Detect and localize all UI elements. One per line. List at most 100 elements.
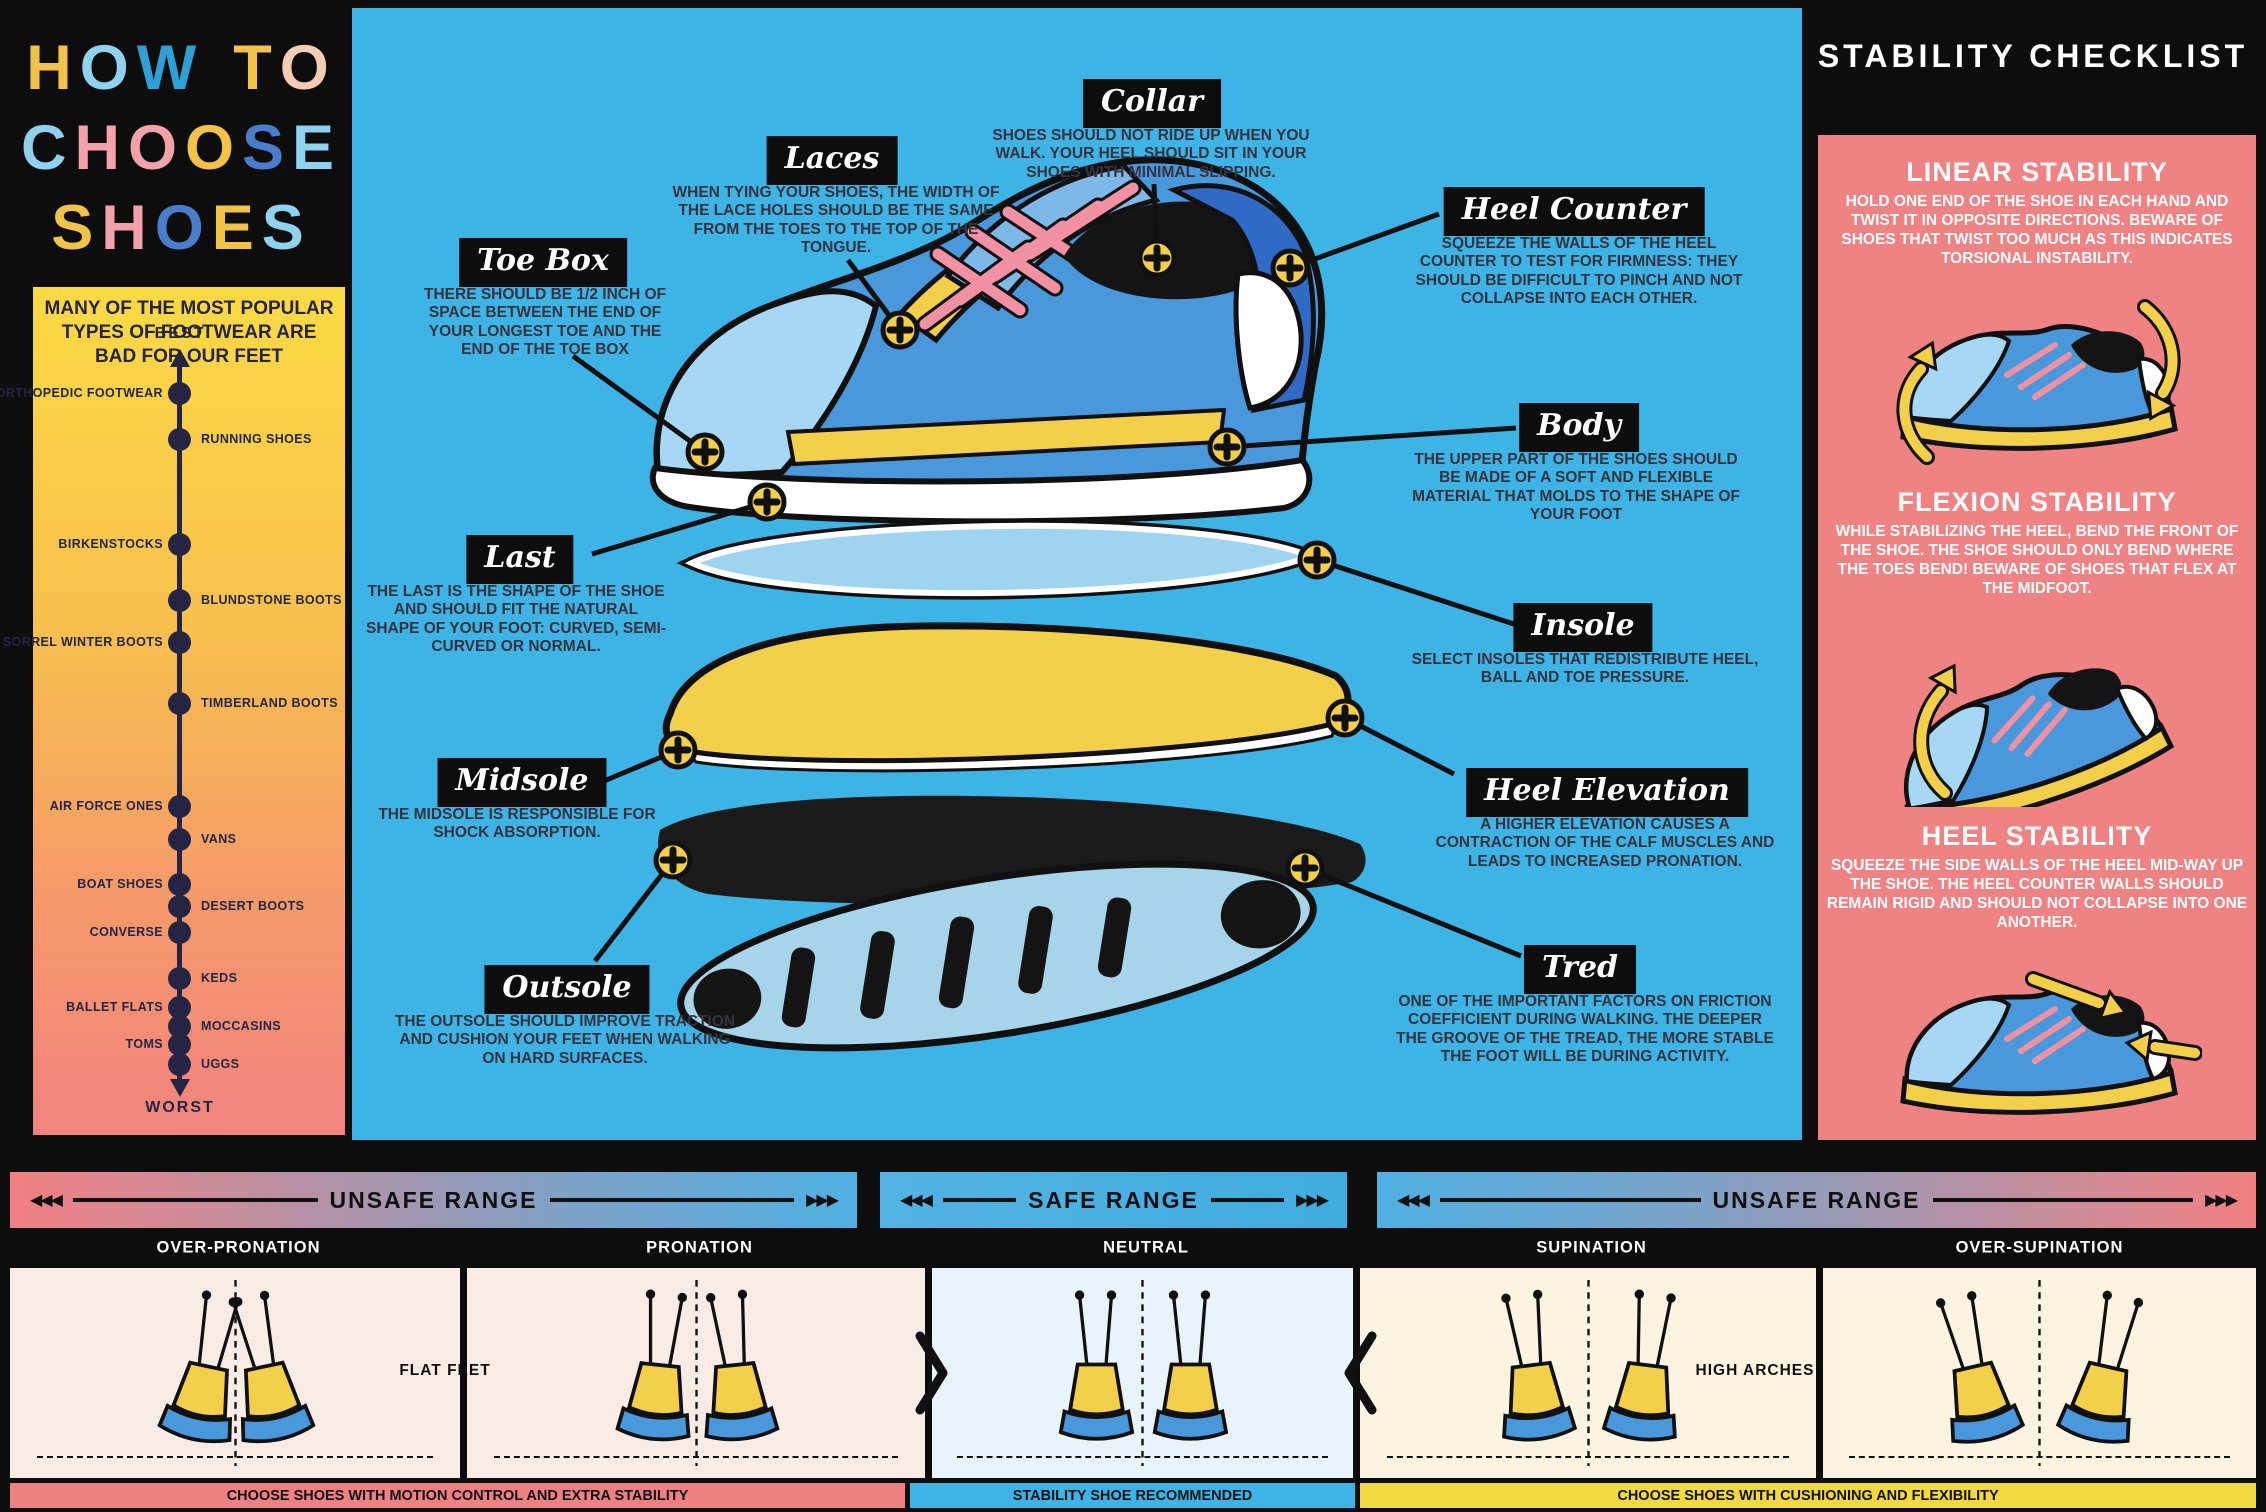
outsole-description: THE OUTSOLE SHOULD IMPROVE TRACTION AND …: [394, 1013, 736, 1067]
tred-connector-line: [1304, 865, 1522, 959]
toe-box-label: Toe Box: [459, 238, 627, 287]
gait-label-pronation: PRONATION: [646, 1238, 753, 1257]
section-desc: HOLD ONE END OF THE SHOE IN EACH HAND AN…: [1841, 193, 2233, 267]
outsole-connector-line: [593, 858, 675, 963]
checklist-title: STABILITY CHECKLIST: [1817, 38, 2249, 74]
heel-counter-marker: [1270, 248, 1310, 288]
footer-recommendation-1: STABILITY SHOE RECOMMENDED: [905, 1478, 1360, 1508]
feet-illustration: [614, 1280, 780, 1466]
title-letter: W: [136, 33, 198, 103]
squeeze-heel-illustration: [1818, 941, 2256, 1146]
tred-description: ONE OF THE IMPORTANT FACTORS ON FRICTION…: [1396, 993, 1774, 1065]
scale-item-birkenstocks: BIRKENSTOCKS: [58, 537, 163, 551]
scale-dot: [168, 873, 191, 896]
gait-section-over-supination: [1823, 1268, 2256, 1478]
scale-item-desert-boots: DESERT BOOTS: [201, 899, 305, 913]
range-line: [942, 1198, 1017, 1202]
heel-elevation-description: A HIGHER ELEVATION CAUSES A CONTRACTION …: [1435, 816, 1775, 870]
scale-dot: [168, 692, 191, 715]
title-letter: O: [154, 193, 205, 263]
range-line: [1932, 1198, 2194, 1202]
scale-dot: [168, 533, 191, 556]
collar-label: Collar: [1083, 79, 1221, 128]
scale-worst-label: WORST: [145, 1099, 215, 1116]
heel-elevation-label: Heel Elevation: [1466, 768, 1748, 817]
insole-connector-line: [1316, 557, 1521, 629]
last-marker: [747, 482, 787, 522]
tred-marker: [1285, 848, 1325, 888]
bend-shoe-illustration: [1818, 607, 2256, 812]
ground-dashed-line: [957, 1456, 1328, 1458]
gait-note-flat-feet: FLAT FEET: [399, 1362, 491, 1379]
midsole-connector-line: [603, 747, 679, 784]
range-line: [1210, 1198, 1285, 1202]
body-connector-line: [1226, 425, 1517, 450]
triple-arrow-right-icon: ▶▶▶: [806, 1192, 839, 1209]
outsole-marker: [653, 840, 693, 880]
last-connector-line: [591, 499, 768, 557]
collar-marker: [1137, 238, 1177, 278]
triple-arrow-left-icon: ◀◀◀: [1397, 1192, 1430, 1209]
collar-description: SHOES SHOULD NOT RIDE UP WHEN YOU WALK. …: [992, 127, 1310, 181]
range-line: [1439, 1198, 1701, 1202]
scale-item-boat-shoes: BOAT SHOES: [77, 877, 163, 891]
scale-dot: [168, 1015, 191, 1038]
scale-dot: [168, 795, 191, 818]
section-title: LINEAR STABILITY: [1906, 157, 2168, 187]
scale-item-moccasins: MOCCASINS: [201, 1019, 281, 1033]
gait-label-over-pronation: OVER-PRONATION: [156, 1238, 321, 1257]
scale-dot: [168, 996, 191, 1019]
section-desc: SQUEEZE THE SIDE WALLS OF THE HEEL MID-W…: [1826, 857, 2248, 931]
section-desc: WHILE STABILIZING THE HEEL, BEND THE FRO…: [1835, 523, 2239, 597]
heel-elevation-marker: [1325, 698, 1365, 738]
range-label: UNSAFE RANGE: [1712, 1186, 1921, 1213]
last-label: Last: [466, 535, 574, 584]
heel-counter-label: Heel Counter: [1443, 187, 1705, 236]
footer-recommendation-2: CHOOSE SHOES WITH CUSHIONING AND FLEXIBI…: [1360, 1478, 2256, 1508]
scale-dot: [168, 589, 191, 612]
range-label: SAFE RANGE: [1028, 1186, 1199, 1213]
scale-item-vans: VANS: [201, 832, 237, 846]
gait-section-neutral: [932, 1268, 1360, 1478]
flexion-stability-section: FLEXION STABILITY WHILE STABILIZING THE …: [1818, 487, 2256, 812]
laces-marker: [880, 310, 920, 350]
scale-axis-line: [177, 367, 182, 1079]
body-description: THE UPPER PART OF THE SHOES SHOULD BE MA…: [1412, 451, 1740, 523]
outsole-label: Outsole: [484, 965, 650, 1014]
triple-arrow-left-icon: ◀◀◀: [900, 1192, 933, 1209]
linear-stability-section: LINEAR STABILITY HOLD ONE END OF THE SHO…: [1818, 157, 2256, 482]
twist-shoe-illustration: [1818, 277, 2256, 482]
scale-dot: [168, 895, 191, 918]
last-description: THE LAST IS THE SHAPE OF THE SHOE AND SH…: [366, 583, 666, 655]
title-letter: C: [20, 113, 68, 183]
gait-section-supination: [1360, 1268, 1823, 1478]
scale-item-ballet-flats: BALLET FLATS: [66, 1000, 163, 1014]
section-title: FLEXION STABILITY: [1897, 487, 2177, 517]
scale-item-uggs: UGGS: [201, 1057, 240, 1071]
title-letter: O: [184, 113, 235, 183]
title-letter: O: [127, 113, 178, 183]
laces-label: Laces: [766, 136, 898, 185]
scale-dot: [168, 1053, 191, 1076]
gait-section-over-pronation: [10, 1268, 467, 1478]
scale-item-keds: KEDS: [201, 971, 238, 985]
checklist-body: LINEAR STABILITY HOLD ONE END OF THE SHO…: [1818, 135, 2256, 1140]
arrow-up-icon: [169, 349, 190, 367]
scale-best-label: BEST: [154, 325, 206, 342]
scale-dot: [168, 631, 191, 654]
footer-recommendation-0: CHOOSE SHOES WITH MOTION CONTROL AND EXT…: [10, 1478, 905, 1508]
outsole-layer: [658, 795, 1366, 905]
toe-box-marker: [685, 432, 725, 472]
title-letter: H: [101, 193, 148, 263]
feet-illustration: [1500, 1280, 1677, 1466]
callout-overlay: [571, 183, 1522, 963]
title-letter: E: [292, 113, 336, 183]
title-letter: E: [211, 193, 255, 263]
safe-range: ◀◀◀ SAFE RANGE ▶▶▶: [880, 1172, 1347, 1228]
